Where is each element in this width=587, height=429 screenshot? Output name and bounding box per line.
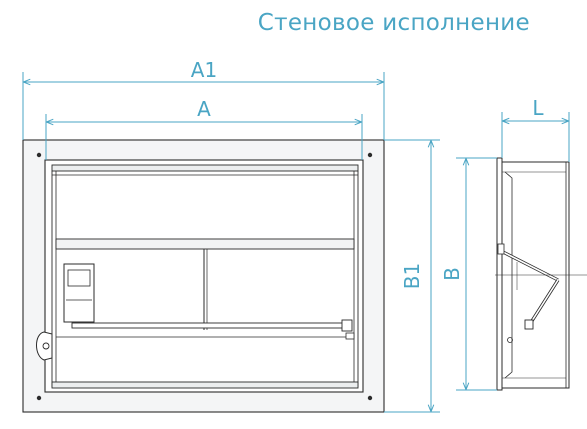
damper-blade-bar — [55, 238, 355, 250]
handle-icon — [36, 331, 53, 361]
dimension-lines — [22, 72, 570, 413]
front-view — [22, 139, 385, 413]
dim-a-label: A — [197, 97, 211, 121]
dim-b-label: B — [440, 267, 464, 281]
diagram-title: Стеновое исполнение — [257, 10, 530, 36]
corner-holes — [36, 152, 373, 401]
dim-a1-label: A1 — [191, 58, 217, 82]
side-flange — [496, 157, 503, 391]
dim-b1-label: B1 — [400, 263, 424, 289]
dim-l-label: L — [532, 96, 544, 120]
side-view — [495, 157, 587, 391]
control-rod — [71, 322, 345, 329]
